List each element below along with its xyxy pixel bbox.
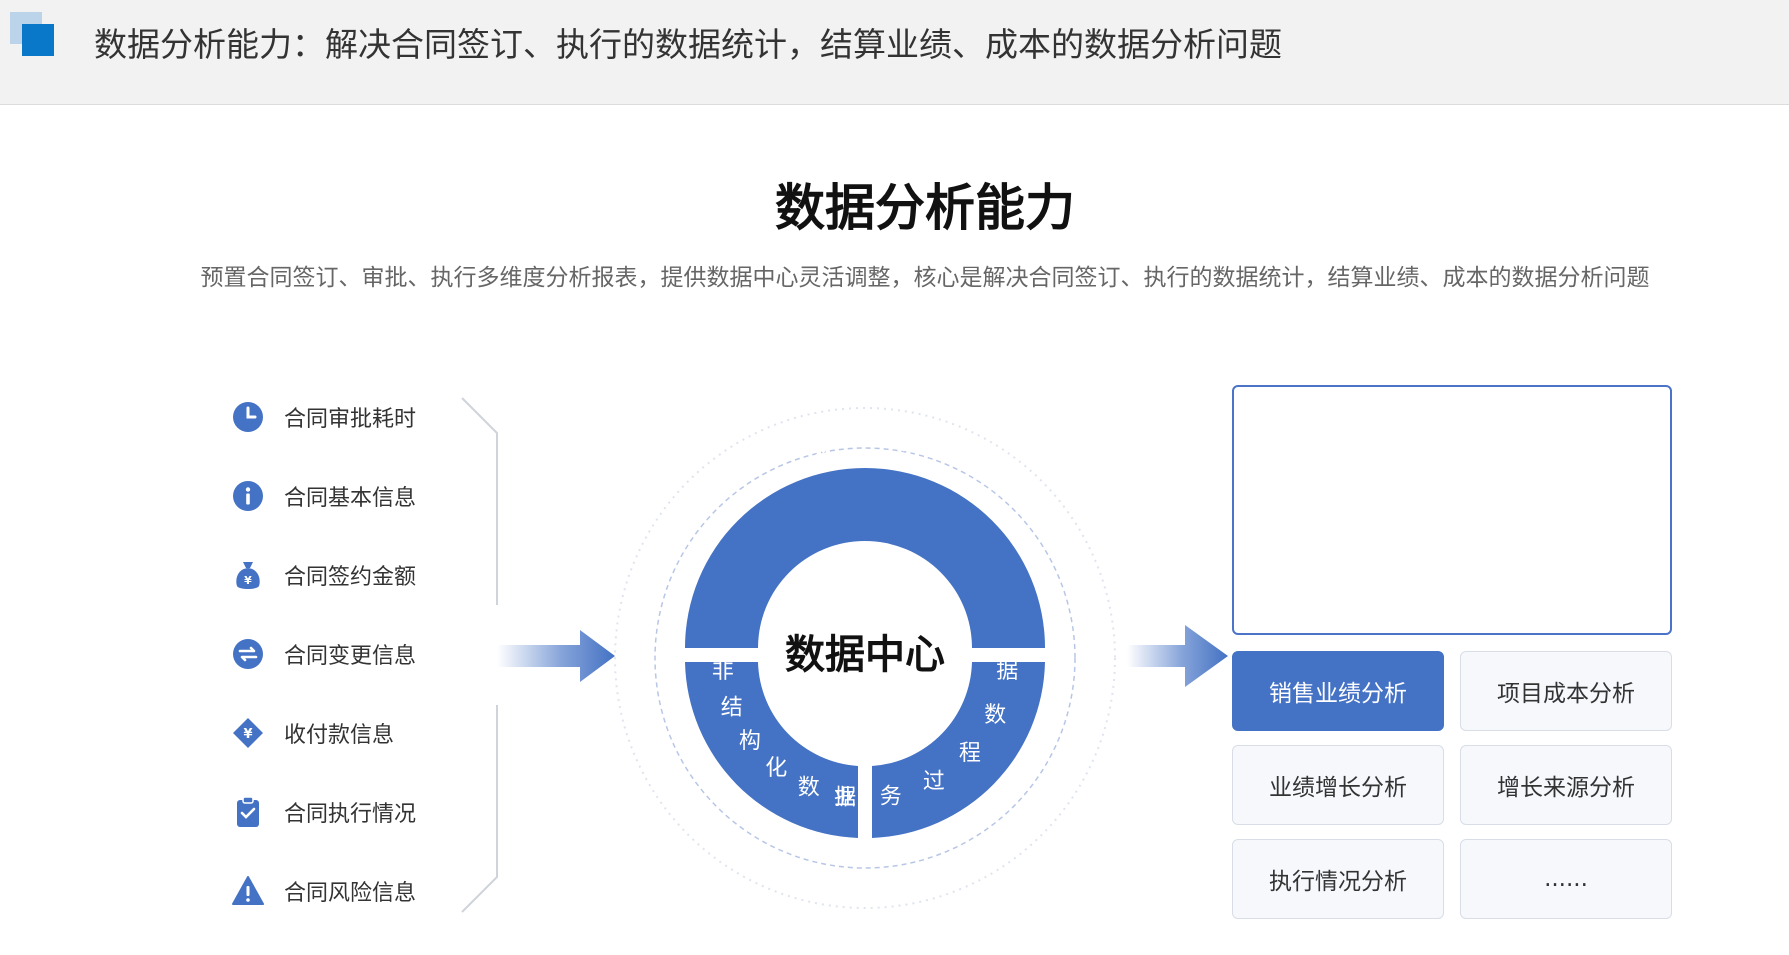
segment-label-business: 业务过程数据 bbox=[834, 659, 1018, 811]
source-label: 收付款信息 bbox=[284, 723, 395, 748]
page-title: 数据分析能力 bbox=[775, 179, 1075, 237]
svg-text:¥: ¥ bbox=[244, 574, 252, 587]
analysis-item-sales-performance[interactable]: 销售业绩分析 bbox=[1232, 651, 1444, 731]
list-item: ¥ 合同签约金额 bbox=[230, 553, 416, 597]
clipboard-check-icon bbox=[230, 794, 266, 830]
analysis-item-performance-growth[interactable]: 业绩增长分析 bbox=[1232, 745, 1444, 825]
data-center-title: 数据中心 bbox=[785, 632, 945, 678]
source-label: 合同风险信息 bbox=[284, 881, 417, 906]
payment-icon: ¥ bbox=[230, 715, 266, 751]
analysis-item-more[interactable]: ...... bbox=[1460, 839, 1672, 919]
dashboard-preview bbox=[1232, 385, 1672, 635]
exchange-icon bbox=[230, 636, 266, 672]
source-label: 合同执行情况 bbox=[284, 802, 417, 827]
clock-icon bbox=[230, 399, 266, 435]
segment-label-unstructured: 非结构化数据 bbox=[712, 659, 856, 811]
source-label: 合同基本信息 bbox=[284, 486, 417, 511]
list-item: 合同审批耗时 bbox=[230, 395, 416, 439]
list-item: ¥ 收付款信息 bbox=[230, 711, 394, 755]
info-icon bbox=[230, 478, 266, 514]
analysis-item-execution[interactable]: 执行情况分析 bbox=[1232, 839, 1444, 919]
analysis-item-project-cost[interactable]: 项目成本分析 bbox=[1460, 651, 1672, 731]
square-logo-icon bbox=[10, 12, 56, 58]
money-bag-icon: ¥ bbox=[230, 557, 266, 593]
source-label: 合同变更信息 bbox=[284, 644, 417, 669]
source-label: 合同审批耗时 bbox=[284, 407, 417, 432]
analysis-item-growth-source[interactable]: 增长来源分析 bbox=[1460, 745, 1672, 825]
list-item: 合同执行情况 bbox=[230, 790, 416, 834]
source-label: 合同签约金额 bbox=[284, 565, 417, 590]
page-header: 数据分析能力：解决合同签订、执行的数据统计，结算业绩、成本的数据分析问题 bbox=[0, 0, 1789, 105]
svg-text:¥: ¥ bbox=[243, 727, 252, 742]
list-item: 合同基本信息 bbox=[230, 474, 416, 518]
header-title: 数据分析能力：解决合同签订、执行的数据统计，结算业绩、成本的数据分析问题 bbox=[94, 25, 1282, 64]
list-item: 合同变更信息 bbox=[230, 632, 416, 676]
page-subtitle: 预置合同签订、审批、执行多维度分析报表，提供数据中心灵活调整，核心是解决合同签订… bbox=[200, 265, 1650, 291]
warning-icon bbox=[230, 873, 266, 909]
list-item: 合同风险信息 bbox=[230, 869, 416, 913]
segment-label-structured: 结构化数据 bbox=[804, 421, 926, 463]
